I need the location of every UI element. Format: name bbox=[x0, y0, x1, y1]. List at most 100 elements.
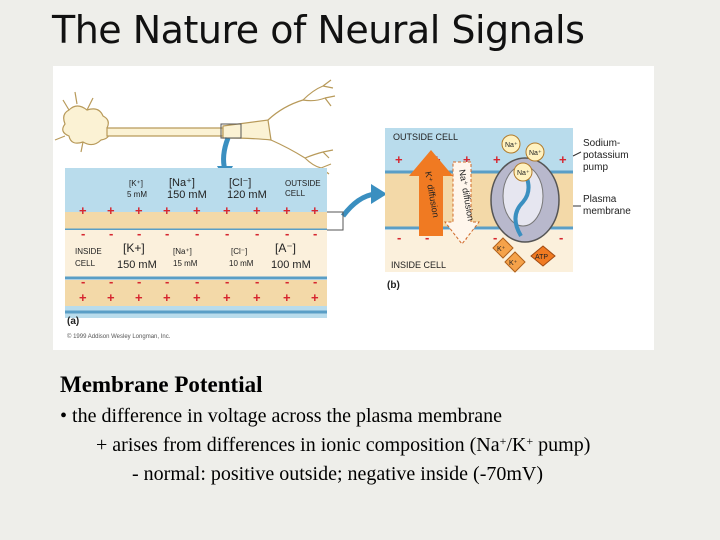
plus-sign: + bbox=[223, 203, 231, 218]
panel-a-membrane-top bbox=[65, 212, 327, 230]
pump-leader-line bbox=[572, 151, 582, 157]
outside-k-label: [K⁺] bbox=[129, 179, 143, 188]
zoom-box-a bbox=[220, 123, 242, 139]
plus-sign: + bbox=[463, 152, 471, 167]
bullet-text: normal: positive outside; negative insid… bbox=[143, 463, 544, 485]
bullet-text-mid: /K bbox=[506, 434, 527, 456]
k-ion-label: K⁺ bbox=[509, 260, 518, 267]
bullet-1: • the difference in voltage across the p… bbox=[60, 405, 502, 428]
na-diffusion-arrow bbox=[443, 161, 481, 245]
panel-a-labels: [K⁺] 5 mM [Na⁺] 150 mM [Cl⁻] 120 mM OUTS… bbox=[67, 177, 321, 340]
minus-sign: - bbox=[225, 274, 229, 289]
zoom-arrow-a bbox=[221, 137, 231, 171]
inside-cl-conc: 10 mM bbox=[229, 259, 254, 268]
membrane-label-2: membrane bbox=[583, 206, 631, 217]
minus-sign: - bbox=[313, 274, 317, 289]
plus-sign: + bbox=[107, 203, 115, 218]
atp-label: ATP bbox=[535, 254, 548, 261]
panel-a-inside-band bbox=[65, 230, 327, 278]
bullet-marker: - bbox=[132, 463, 139, 485]
na-ion-label: Na⁺ bbox=[505, 142, 518, 149]
minus-sign: - bbox=[225, 226, 229, 241]
minus-sign: - bbox=[165, 226, 169, 241]
minus-sign: - bbox=[81, 274, 85, 289]
minus-sign: - bbox=[313, 226, 317, 241]
bullet-text-post: pump) bbox=[533, 434, 591, 456]
copyright-text: © 1999 Addison Wesley Longman, Inc. bbox=[67, 333, 171, 340]
plus-sign: + bbox=[135, 203, 143, 218]
minus-sign: - bbox=[397, 230, 401, 245]
minus-sign: - bbox=[137, 226, 141, 241]
figure-illustration: + + + + + + + + + - - - - - - - - - - - … bbox=[54, 79, 631, 340]
k-ion-icon bbox=[504, 251, 526, 273]
zoom-arrowhead-b bbox=[371, 184, 387, 204]
minus-sign: - bbox=[285, 274, 289, 289]
bullet-3: - normal: positive outside; negative ins… bbox=[132, 463, 543, 486]
minus-sign: - bbox=[195, 274, 199, 289]
panel-a-membrane-bottom bbox=[65, 280, 327, 306]
k-ion-icon bbox=[492, 237, 514, 259]
na-ion-label: Na⁺ bbox=[517, 170, 530, 177]
plus-sign: + bbox=[283, 290, 291, 305]
outside-cl-conc: 120 mM bbox=[227, 189, 267, 201]
superscript-plus: + bbox=[499, 434, 507, 448]
minus-sign: - bbox=[109, 274, 113, 289]
plus-sign: + bbox=[79, 290, 87, 305]
inside-a-label: [A⁻] bbox=[275, 241, 296, 255]
plus-sign: + bbox=[79, 203, 87, 218]
k-diffusion-arrow bbox=[409, 150, 453, 236]
panel-b-labels: OUTSIDE CELL INSIDE CELL Sodium- potassi… bbox=[387, 132, 631, 291]
na-ion-icon bbox=[513, 162, 533, 182]
outside-label-2: CELL bbox=[285, 189, 306, 198]
bullet-2: + arises from differences in ionic compo… bbox=[96, 434, 590, 457]
bullet-text-pre: arises from differences in ionic composi… bbox=[112, 434, 500, 456]
neural-signal-figure: + + + + + + + + + - - - - - - - - - - - … bbox=[53, 66, 654, 350]
slide-title: The Nature of Neural Signals bbox=[52, 8, 585, 52]
section-heading: Membrane Potential bbox=[60, 372, 263, 397]
minus-sign: - bbox=[165, 274, 169, 289]
minus-sign: - bbox=[109, 226, 113, 241]
bullet-marker: • bbox=[60, 405, 68, 427]
plus-sign: + bbox=[107, 290, 115, 305]
panel-a-outside-band bbox=[65, 168, 327, 212]
minus-sign: - bbox=[255, 274, 259, 289]
inside-label-1: INSIDE bbox=[75, 247, 102, 256]
zoom-arrow-b bbox=[341, 191, 376, 218]
bullet-text: the difference in voltage across the pla… bbox=[72, 405, 503, 427]
minus-sign: - bbox=[195, 226, 199, 241]
inside-k-conc: 150 mM bbox=[117, 259, 157, 271]
inside-cl-label: [Cl⁻] bbox=[231, 247, 247, 256]
minus-sign: - bbox=[425, 230, 429, 245]
plus-sign: + bbox=[395, 152, 403, 167]
pump-label-2: potassium bbox=[583, 150, 629, 161]
inside-label-2: CELL bbox=[75, 259, 96, 268]
minus-sign: - bbox=[137, 274, 141, 289]
minus-sign: - bbox=[81, 226, 85, 241]
plus-sign: + bbox=[311, 203, 319, 218]
plus-sign: + bbox=[223, 290, 231, 305]
plus-sign: + bbox=[193, 203, 201, 218]
minus-sign: - bbox=[255, 226, 259, 241]
plus-sign: + bbox=[253, 203, 261, 218]
plus-sign: + bbox=[559, 152, 567, 167]
bullet-marker: + bbox=[96, 434, 108, 456]
inside-k-label: [K+] bbox=[123, 241, 145, 255]
minus-sign: - bbox=[285, 226, 289, 241]
atp-icon bbox=[530, 245, 556, 267]
plus-sign: + bbox=[135, 290, 143, 305]
membrane-label-1: Plasma bbox=[583, 194, 617, 205]
superscript-plus: + bbox=[526, 434, 534, 448]
plus-sign: + bbox=[193, 290, 201, 305]
plus-sign: + bbox=[493, 152, 501, 167]
outside-na-conc: 150 mM bbox=[167, 189, 207, 201]
inside-na-label: [Na⁺] bbox=[173, 247, 192, 256]
na-ion-icon bbox=[525, 142, 545, 162]
pump-label-1: Sodium- bbox=[583, 138, 620, 149]
outside-cl-label: [Cl⁻] bbox=[229, 177, 251, 189]
panel-b-letter: (b) bbox=[387, 280, 400, 291]
k-ion-label: K⁺ bbox=[497, 246, 506, 253]
outside-label-1: OUTSIDE bbox=[285, 179, 321, 188]
outside-na-label: [Na⁺] bbox=[169, 177, 195, 189]
panel-a-charges: + + + + + + + + + - - - - - - - - - - - … bbox=[79, 203, 319, 305]
plus-sign: + bbox=[311, 290, 319, 305]
